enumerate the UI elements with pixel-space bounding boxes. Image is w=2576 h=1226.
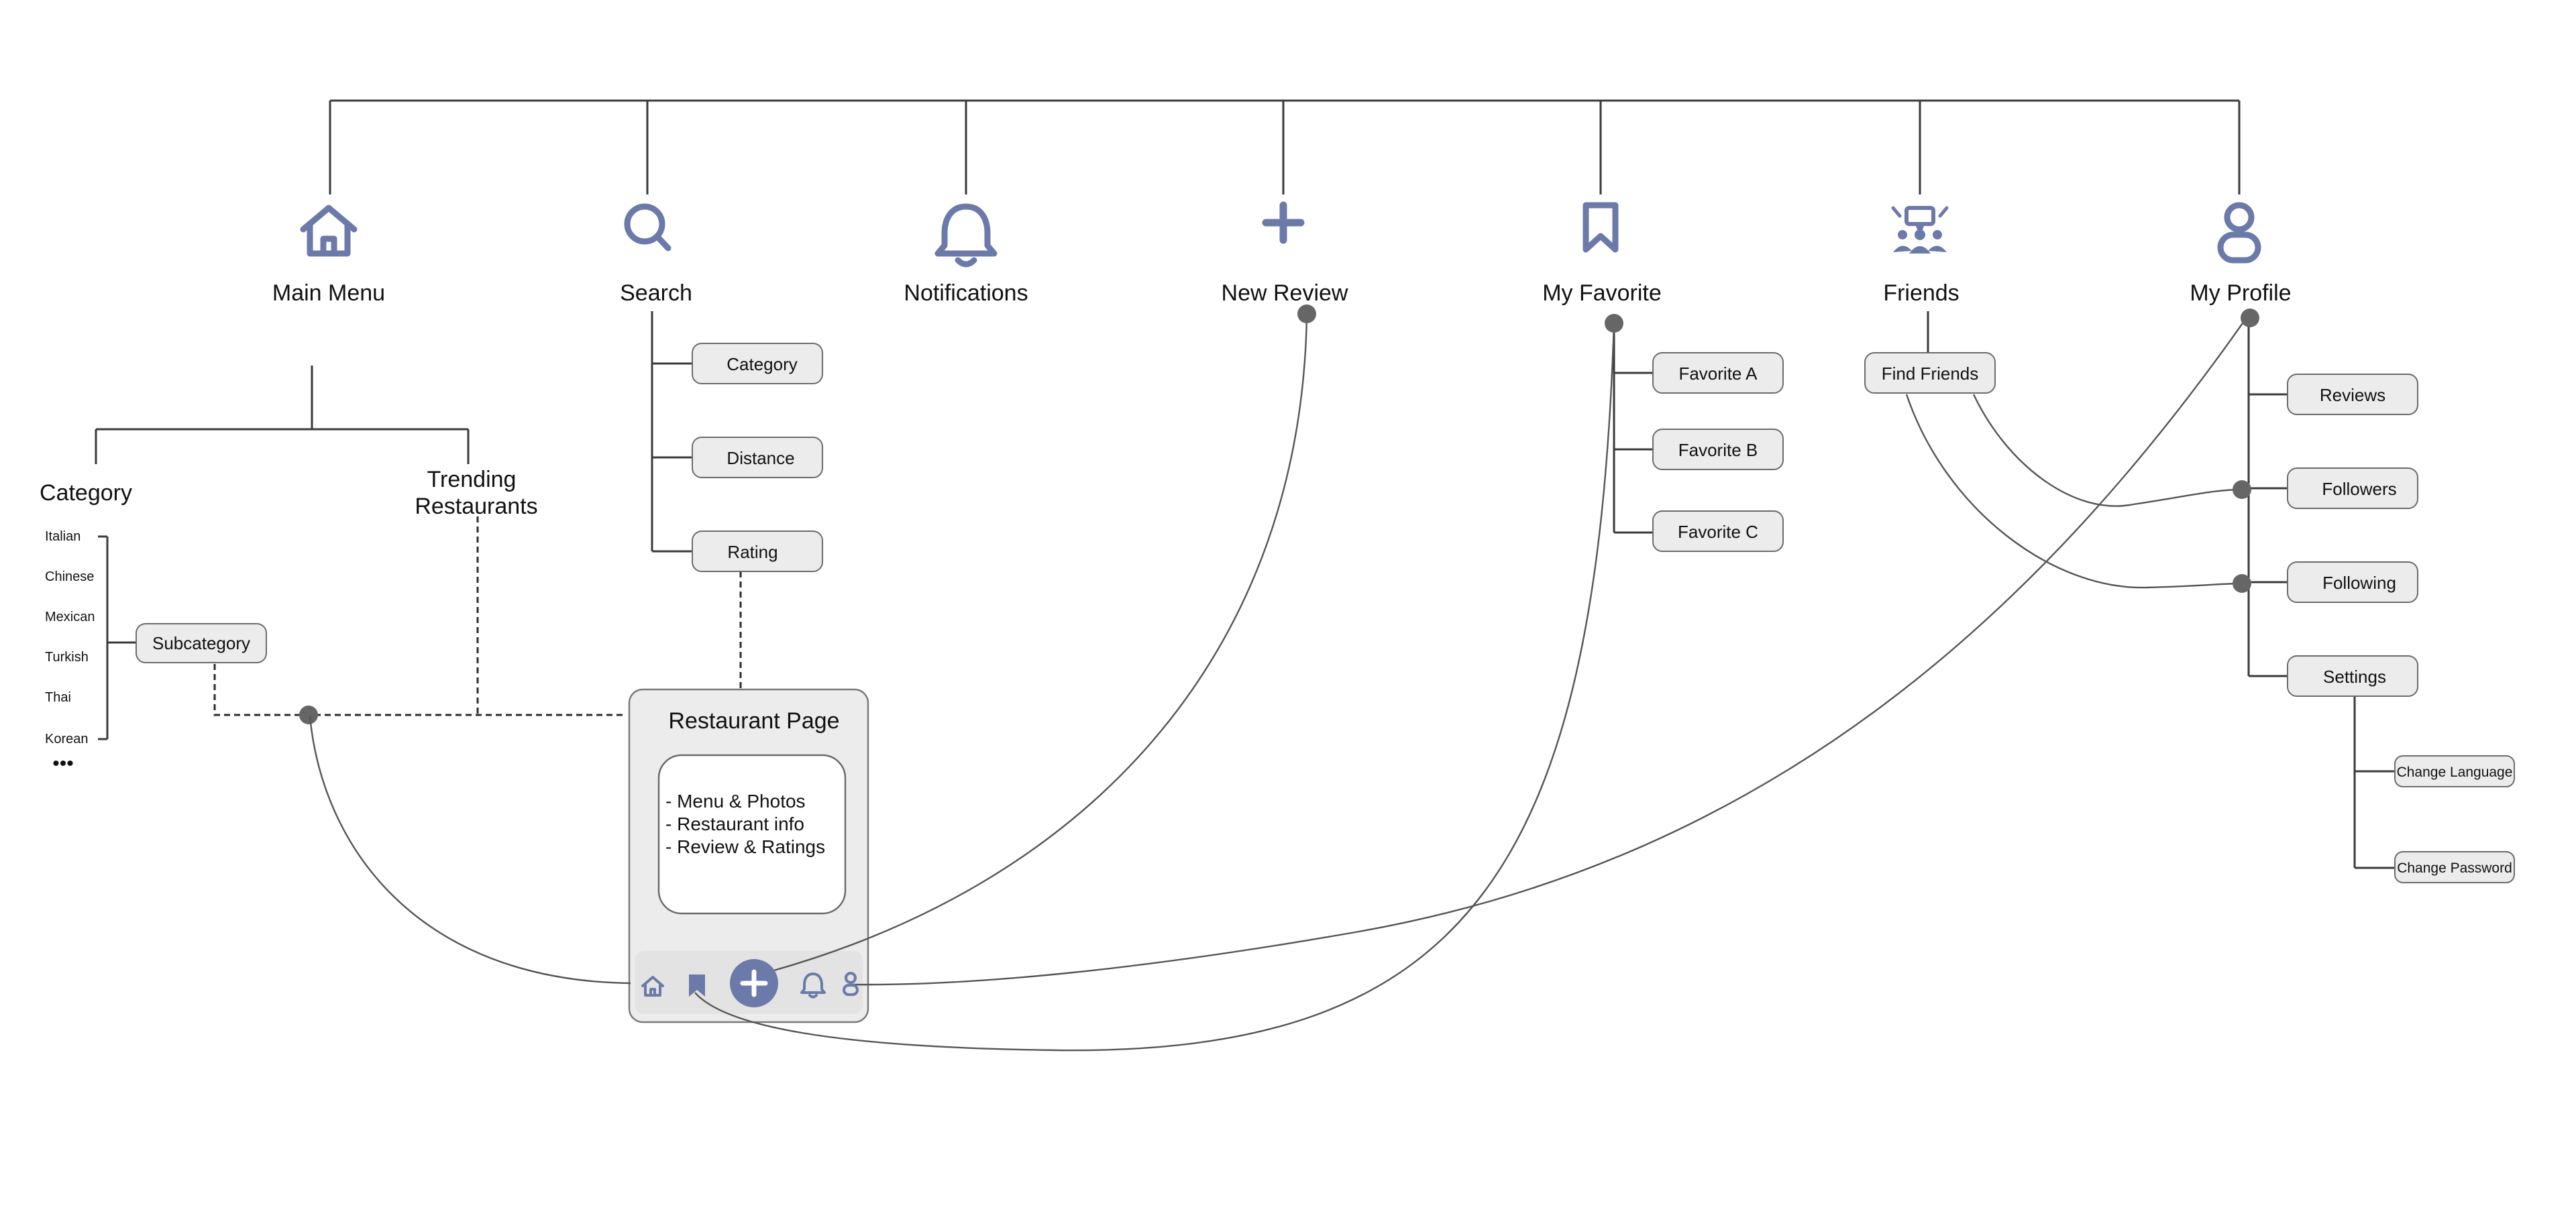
junction-dot-followers — [2233, 480, 2251, 499]
curve-new-review — [771, 315, 1308, 972]
top-connector — [329, 99, 2241, 194]
tab-house-icon[interactable] — [641, 976, 664, 997]
profile-reviews-label: Reviews — [2320, 385, 2385, 405]
junction-dot-restaurants — [299, 706, 318, 724]
restaurant-page-mockup: Restaurant Page - Menu & Photos - Restau… — [628, 688, 869, 1023]
node-label-search: Search — [620, 280, 692, 306]
profile-followers-button[interactable]: Followers — [2287, 467, 2418, 509]
category-item-mexican[interactable]: Mexican — [45, 610, 95, 624]
profile-following-label: Following — [2322, 573, 2396, 593]
curve-profile — [851, 316, 2248, 986]
restaurant-content-card — [657, 754, 847, 915]
profile-following-button[interactable]: Following — [2287, 561, 2418, 603]
bookmark-icon — [1582, 202, 1619, 253]
category-item-chinese[interactable]: Chinese — [45, 569, 94, 584]
change-language-label: Change Language — [2397, 765, 2513, 780]
search-option-category-label: Category — [727, 354, 798, 374]
category-title: Category — [40, 480, 132, 506]
people-icon — [1891, 206, 1949, 254]
node-label-new-review: New Review — [1222, 280, 1348, 306]
tab-plus-button[interactable] — [730, 959, 778, 1007]
category-item-thai[interactable]: Thai — [45, 690, 71, 705]
find-friends-label: Find Friends — [1882, 364, 1979, 384]
node-label-main-menu: Main Menu — [272, 280, 385, 306]
restaurant-content-line-3: - Review & Ratings — [665, 836, 825, 857]
plus-icon — [1262, 201, 1305, 244]
profile-settings-label: Settings — [2323, 667, 2386, 687]
curve-following — [1905, 394, 2243, 589]
restaurant-content-line-2: - Restaurant info — [665, 814, 804, 834]
favorite-c-button[interactable]: Favorite C — [1652, 510, 1784, 552]
curve-favorite — [694, 321, 1615, 1052]
category-item-italian[interactable]: Italian — [45, 529, 80, 544]
profile-settings-button[interactable]: Settings — [2287, 655, 2418, 697]
junction-dot-following — [2233, 574, 2251, 593]
favorite-connectors — [1613, 321, 1653, 534]
user-icon — [2217, 202, 2261, 264]
favorite-c-label: Favorite C — [1678, 522, 1758, 542]
main-menu-connectors — [95, 366, 470, 464]
trending-title-line1: Trending — [427, 467, 517, 492]
node-label-friends: Friends — [1883, 280, 1959, 306]
category-bracket — [98, 535, 136, 740]
profile-connectors — [2247, 317, 2395, 869]
node-label-my-profile: My Profile — [2190, 280, 2291, 306]
node-label-notifications: Notifications — [904, 280, 1028, 306]
favorite-a-button[interactable]: Favorite A — [1652, 352, 1784, 394]
house-icon — [300, 205, 358, 257]
more-ellipsis: ••• — [52, 753, 74, 775]
change-password-label: Change Password — [2397, 860, 2512, 876]
change-language-button[interactable]: Change Language — [2394, 755, 2515, 787]
subcategory-label: Subcategory — [152, 633, 250, 653]
category-item-korean[interactable]: Korean — [45, 732, 89, 746]
curve-followers — [1972, 394, 2243, 507]
curve-home — [309, 716, 631, 985]
search-option-rating-label: Rating — [727, 542, 777, 562]
tab-user-icon[interactable] — [843, 972, 859, 996]
search-connectors — [651, 311, 692, 553]
favorite-b-button[interactable]: Favorite B — [1652, 429, 1784, 470]
profile-followers-label: Followers — [2322, 479, 2396, 499]
junction-dot-my-favorite — [1605, 314, 1623, 333]
subcategory-button[interactable]: Subcategory — [136, 623, 267, 663]
favorite-a-label: Favorite A — [1678, 364, 1758, 384]
junction-dot-my-profile — [2241, 309, 2259, 327]
search-icon — [624, 203, 672, 252]
category-item-turkish[interactable]: Turkish — [45, 650, 89, 665]
junction-dot-new-review — [1297, 304, 1316, 323]
profile-reviews-button[interactable]: Reviews — [2287, 374, 2418, 415]
trending-title-line2: Restaurants — [415, 494, 537, 519]
restaurant-content-line-1: - Menu & Photos — [665, 791, 806, 812]
bell-icon — [934, 203, 998, 268]
dashed-connectors — [213, 516, 742, 716]
connection-curves — [309, 315, 2248, 1052]
tab-bell-icon[interactable] — [800, 972, 826, 999]
node-label-my-favorite: My Favorite — [1542, 280, 1662, 306]
change-password-button[interactable]: Change Password — [2394, 851, 2515, 883]
find-friends-button[interactable]: Find Friends — [1864, 352, 1996, 394]
search-option-distance[interactable]: Distance — [692, 437, 823, 478]
tab-bookmark-icon[interactable] — [689, 974, 705, 997]
favorite-b-label: Favorite B — [1678, 440, 1758, 460]
search-option-rating[interactable]: Rating — [692, 531, 823, 572]
restaurant-page-title: Restaurant Page — [668, 708, 839, 734]
search-option-category[interactable]: Category — [692, 343, 823, 384]
search-option-distance-label: Distance — [727, 448, 794, 468]
